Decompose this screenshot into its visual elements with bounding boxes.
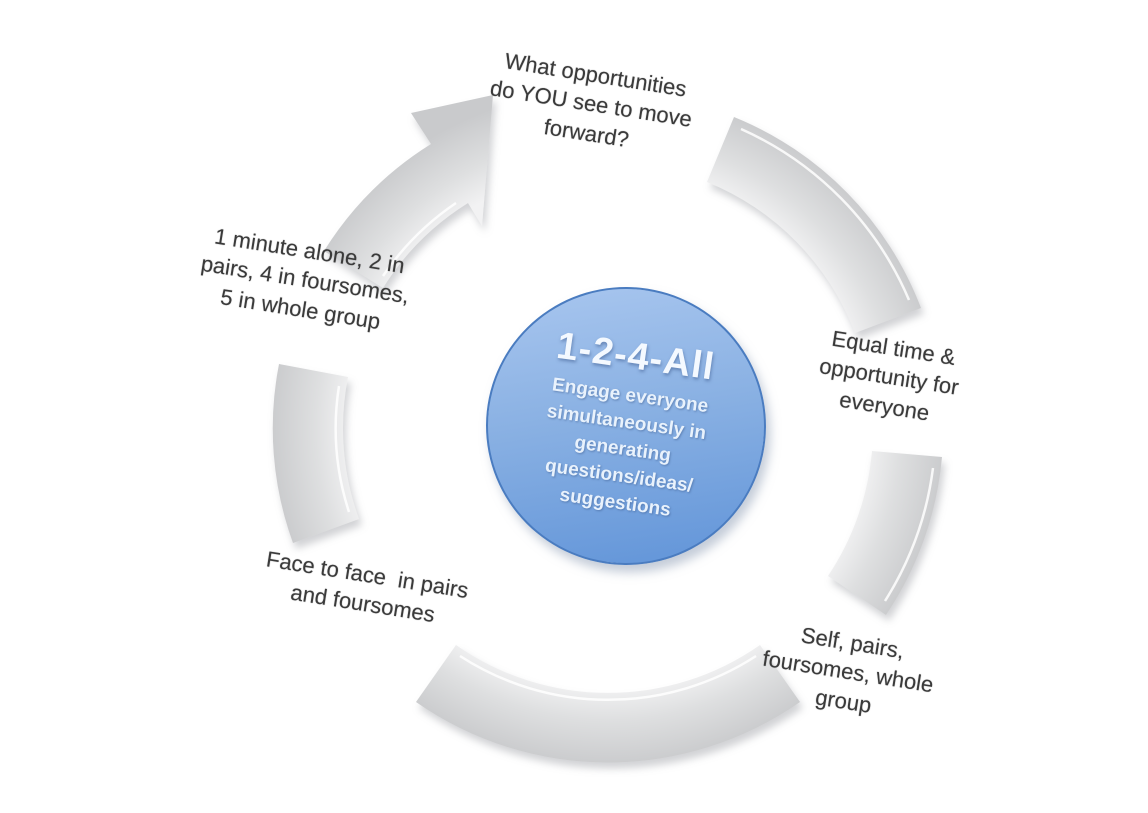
arc-highlight-right [883,467,935,602]
center-description: Engage everyone simultaneously in genera… [543,374,710,522]
arc-highlight-left [334,385,351,513]
arc-highlights [334,127,935,701]
cycle-arc-left [272,364,359,543]
curved-arrow-shape [324,95,493,288]
cycle-arc-right [828,451,942,615]
arc-highlight-arrow [381,201,457,277]
cycle-arc-top-right [707,117,921,333]
arc-highlight-top-right [740,127,911,301]
cycle-arc-bottom [416,645,800,763]
center-circle: 1-2-4-All Engage everyone simultaneously… [472,273,780,579]
arc-highlight-bottom [459,654,757,701]
center-circle-content: 1-2-4-All Engage everyone simultaneously… [470,271,781,581]
